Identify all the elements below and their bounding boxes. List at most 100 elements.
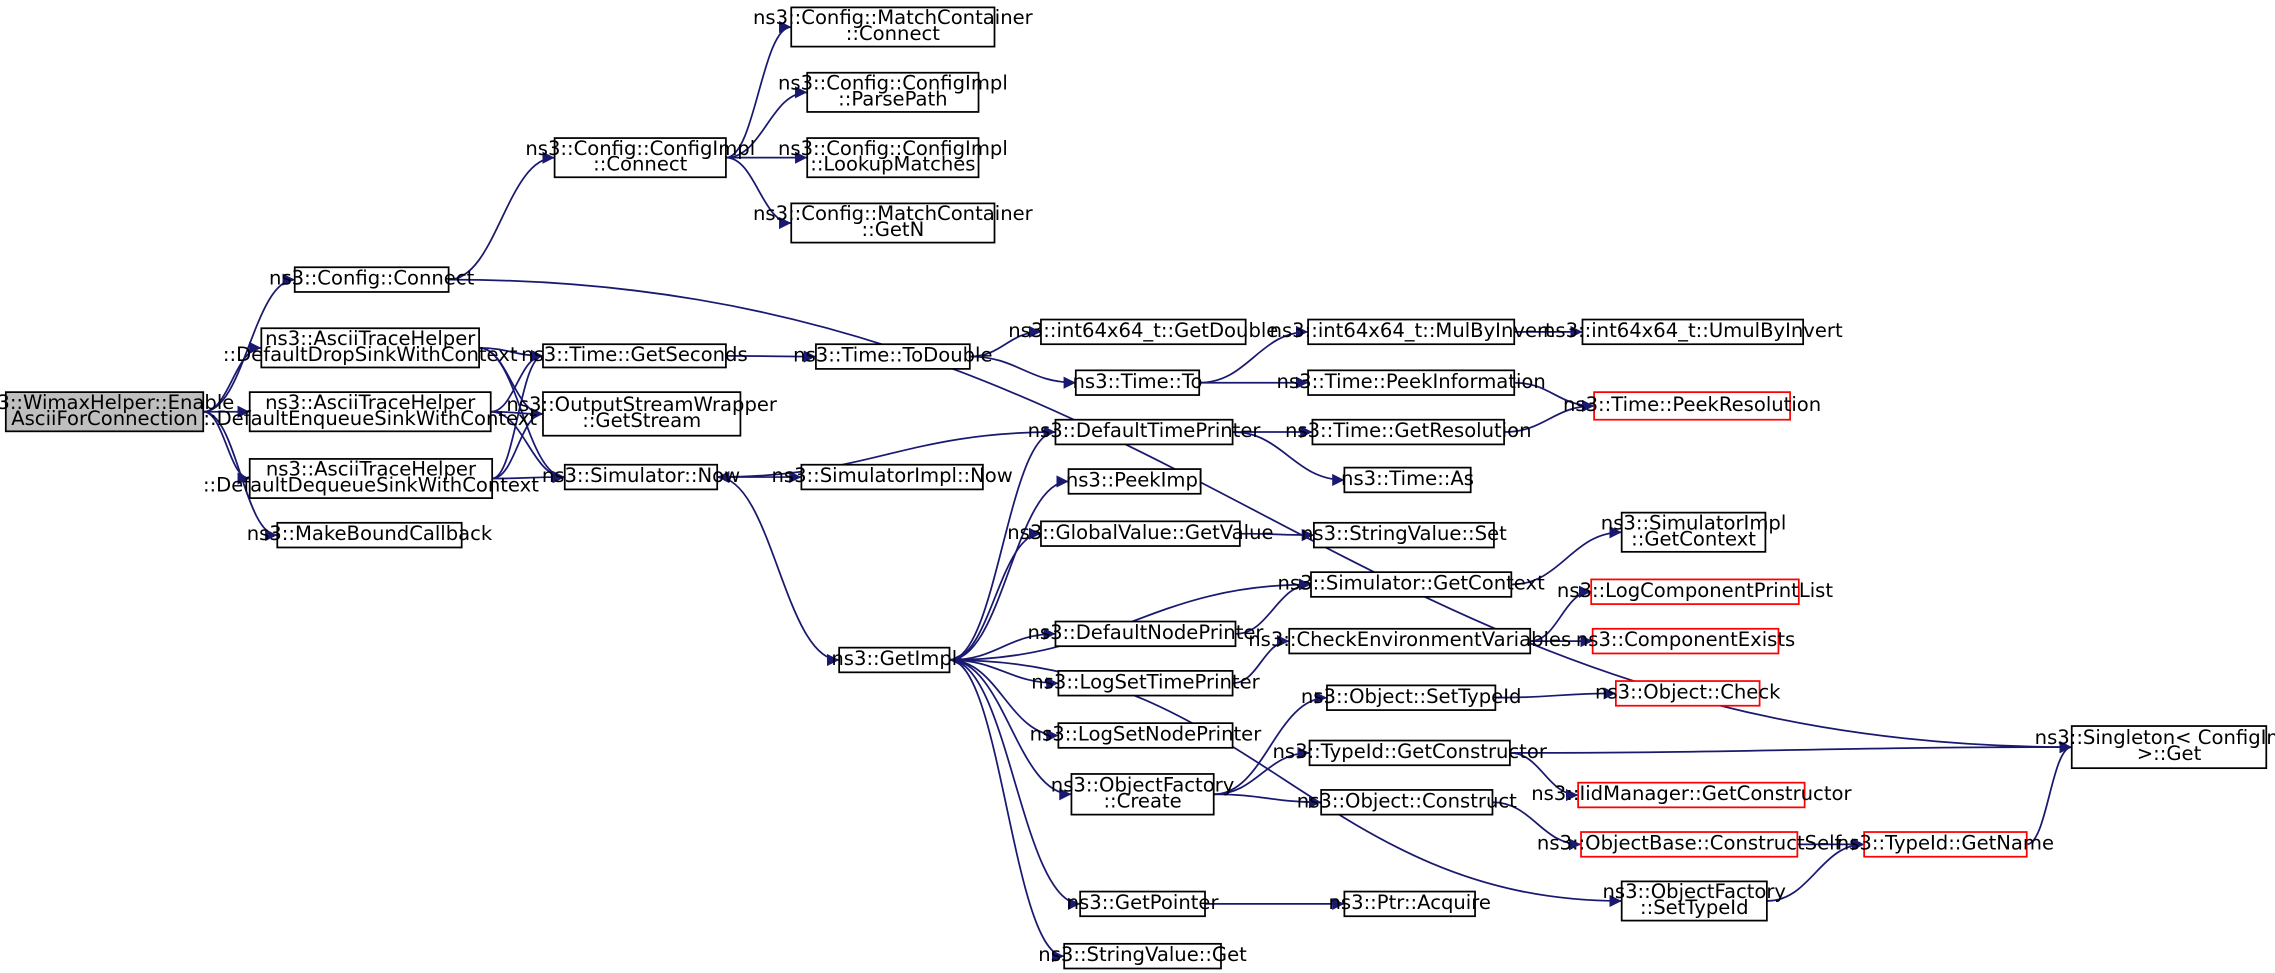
node-label: ns3::WimaxHelper::Enable (0, 391, 234, 414)
node-label: ns3::StringValue::Set (1301, 522, 1507, 545)
node-label: ::Connect (846, 22, 940, 45)
node-label: ns3::AsciiTraceHelper (265, 391, 476, 414)
edge-gvgetvalue-to-strvalset (1239, 529, 1314, 542)
node-label: ns3::Time::As (1341, 467, 1474, 490)
node-getsec[interactable]: ns3::Time::GetSeconds (521, 343, 748, 369)
node-objconstruct[interactable]: ns3::Object::Construct (1297, 789, 1517, 816)
node-lsnp[interactable]: ns3::LogSetNodePrinter (1030, 722, 1263, 749)
node-peekres[interactable]: ns3::Time::PeekResolution (1563, 391, 1821, 421)
node-mc_connect[interactable]: ns3::Config::MatchContainer::Connect (753, 6, 1034, 48)
node-gvgetvalue[interactable]: ns3::GlobalValue::GetValue (1007, 520, 1274, 547)
node-peekinfo[interactable]: ns3::Time::PeekInformation (1277, 369, 1546, 396)
node-label: ns3::LogSetNodePrinter (1030, 723, 1263, 746)
node-cfg_impl_connect[interactable]: ns3::Config::ConfigImpl::Connect (525, 137, 755, 179)
node-root[interactable]: ns3::WimaxHelper::EnableAsciiForConnecti… (0, 391, 234, 433)
node-label: ns3::Simulator::Now (542, 464, 740, 487)
node-drop[interactable]: ns3::AsciiTraceHelper::DefaultDropSinkWi… (223, 327, 518, 369)
node-label: ns3::SimulatorImpl (1601, 511, 1786, 534)
node-timeto[interactable]: ns3::Time::To (1073, 369, 1203, 396)
node-tidgetname[interactable]: ns3::TypeId::GetName (1837, 831, 2054, 858)
node-getres[interactable]: ns3::Time::GetResolution (1285, 418, 1532, 446)
node-label: ns3::Time::PeekResolution (1563, 393, 1821, 416)
node-box (1288, 627, 1532, 655)
node-label: ns3::GetImpl (831, 647, 957, 670)
edges (203, 20, 2073, 963)
edge-ofcreate-to-objconstruct (1213, 793, 1322, 809)
node-box (248, 458, 494, 499)
node-strvalset[interactable]: ns3::StringValue::Set (1301, 521, 1507, 549)
node-box (1591, 627, 1780, 655)
node-todouble[interactable]: ns3::Time::ToDouble (793, 343, 993, 370)
node-label: ::GetN (862, 218, 925, 241)
node-peekimpl[interactable]: ns3::PeekImpl (1066, 468, 1204, 495)
node-simimplgetctx[interactable]: ns3::SimulatorImpl::GetContext (1601, 511, 1786, 553)
node-iidmgr[interactable]: ns3::IidManager::GetConstructor (1531, 781, 1852, 809)
node-box (1054, 418, 1234, 446)
node-simgetctx[interactable]: ns3::Simulator::GetContext (1278, 571, 1546, 598)
edge-getsec-to-todouble (725, 350, 816, 363)
node-mulbyinv[interactable]: ns3::int64x64_t::MulByInvert (1270, 318, 1553, 346)
node-lookup[interactable]: ns3::Config::ConfigImpl::LookupMatches (778, 137, 1008, 179)
node-getn[interactable]: ns3::Config::MatchContainer::GetN (753, 202, 1034, 244)
node-label: ns3::Object::Check (1595, 680, 1781, 703)
edge-ofcreate-to-tidgetctor (1213, 746, 1310, 796)
node-ofsettypeid[interactable]: ns3::ObjectFactory::SetTypeId (1602, 880, 1786, 922)
node-label: ns3::Time::To (1073, 370, 1203, 393)
node-label: ::Connect (593, 153, 687, 176)
node-box (1620, 880, 1768, 922)
edge-getimpl-to-peekimpl (949, 475, 1069, 661)
node-label: ::DefaultEnqueueSinkWithContext (203, 407, 537, 430)
node-getpointer[interactable]: ns3::GetPointer (1067, 890, 1220, 918)
edge-deq-to-osw (492, 407, 544, 480)
node-box (1070, 773, 1215, 816)
node-cev[interactable]: ns3::CheckEnvironmentVariables (1248, 627, 1571, 655)
node-simnow[interactable]: ns3::Simulator::Now (542, 463, 740, 491)
node-singleton[interactable]: ns3::Singleton< ConfigImpl >::Get (2035, 725, 2275, 770)
node-label: ns3::Time::GetResolution (1285, 419, 1532, 442)
node-box (790, 6, 996, 48)
node-config_connect[interactable]: ns3::Config::Connect (269, 266, 475, 293)
node-parse[interactable]: ns3::Config::ConfigImpl::ParsePath (778, 71, 1008, 113)
node-lcpl[interactable]: ns3::LogComponentPrintList (1557, 578, 1833, 605)
node-label: ::DefaultDequeueSinkWithContext (203, 474, 539, 497)
node-label: ns3::Time::ToDouble (793, 344, 992, 367)
node-ofcreate[interactable]: ns3::ObjectFactory::Create (1051, 773, 1235, 816)
edge-getimpl-to-gvgetvalue (949, 527, 1042, 661)
node-box (542, 343, 727, 369)
node-box (293, 266, 450, 293)
node-obconstructself[interactable]: ns3::ObjectBase::ConstructSelf (1537, 831, 1843, 858)
node-box (1040, 318, 1247, 346)
node-label: ns3::Object::SetTypeId (1301, 685, 1522, 708)
node-osw[interactable]: ns3::OutputStreamWrapper::GetStream (506, 391, 778, 437)
node-label: ns3::ObjectBase::ConstructSelf (1537, 831, 1843, 854)
edge-tidgetctor-to-iidmgr (1509, 752, 1579, 802)
node-dtp[interactable]: ns3::DefaultTimePrinter (1028, 418, 1262, 446)
node-label: >::Get (2137, 742, 2202, 765)
node-dnp[interactable]: ns3::DefaultNodePrinter (1027, 620, 1264, 648)
node-umulbyinv[interactable]: ns3::int64x64_t::UmulByInvert (1543, 318, 1843, 346)
node-ptracquire[interactable]: ns3::Ptr::Acquire (1329, 890, 1491, 918)
node-mbc[interactable]: ns3::MakeBoundCallback (247, 521, 493, 549)
node-label: ::GetContext (1631, 527, 1756, 550)
node-enq[interactable]: ns3::AsciiTraceHelper::DefaultEnqueueSin… (203, 391, 537, 433)
node-box (815, 343, 971, 370)
node-box (1307, 318, 1516, 346)
node-compex[interactable]: ns3::ComponentExists (1576, 627, 1795, 655)
node-simimplnow[interactable]: ns3::SimulatorImpl::Now (771, 463, 1013, 491)
edge-getimpl-to-getpointer (949, 659, 1081, 910)
node-objcheck[interactable]: ns3::Object::Check (1595, 680, 1781, 707)
node-label: ns3::AsciiTraceHelper (266, 458, 477, 481)
node-tidgetctor[interactable]: ns3::TypeId::GetConstructor (1273, 739, 1548, 767)
node-settypeid[interactable]: ns3::Object::SetTypeId (1301, 684, 1522, 711)
node-getimpl[interactable]: ns3::GetImpl (831, 646, 957, 674)
edge-dnp-to-simgetctx (1235, 578, 1312, 635)
node-getdouble[interactable]: ns3::int64x64_t::GetDouble (1008, 318, 1278, 346)
edge-cfg_impl_connect-to-parse (725, 86, 808, 159)
node-strvalget[interactable]: ns3::StringValue::Get (1038, 942, 1247, 970)
node-deq[interactable]: ns3::AsciiTraceHelper::DefaultDequeueSin… (203, 458, 539, 499)
node-box (800, 463, 984, 491)
node-timeas[interactable]: ns3::Time::As (1341, 466, 1474, 494)
node-label: ::Create (1103, 789, 1181, 812)
node-label: ns3::AsciiTraceHelper (265, 327, 476, 350)
node-lstp[interactable]: ns3::LogSetTimePrinter (1031, 670, 1261, 697)
